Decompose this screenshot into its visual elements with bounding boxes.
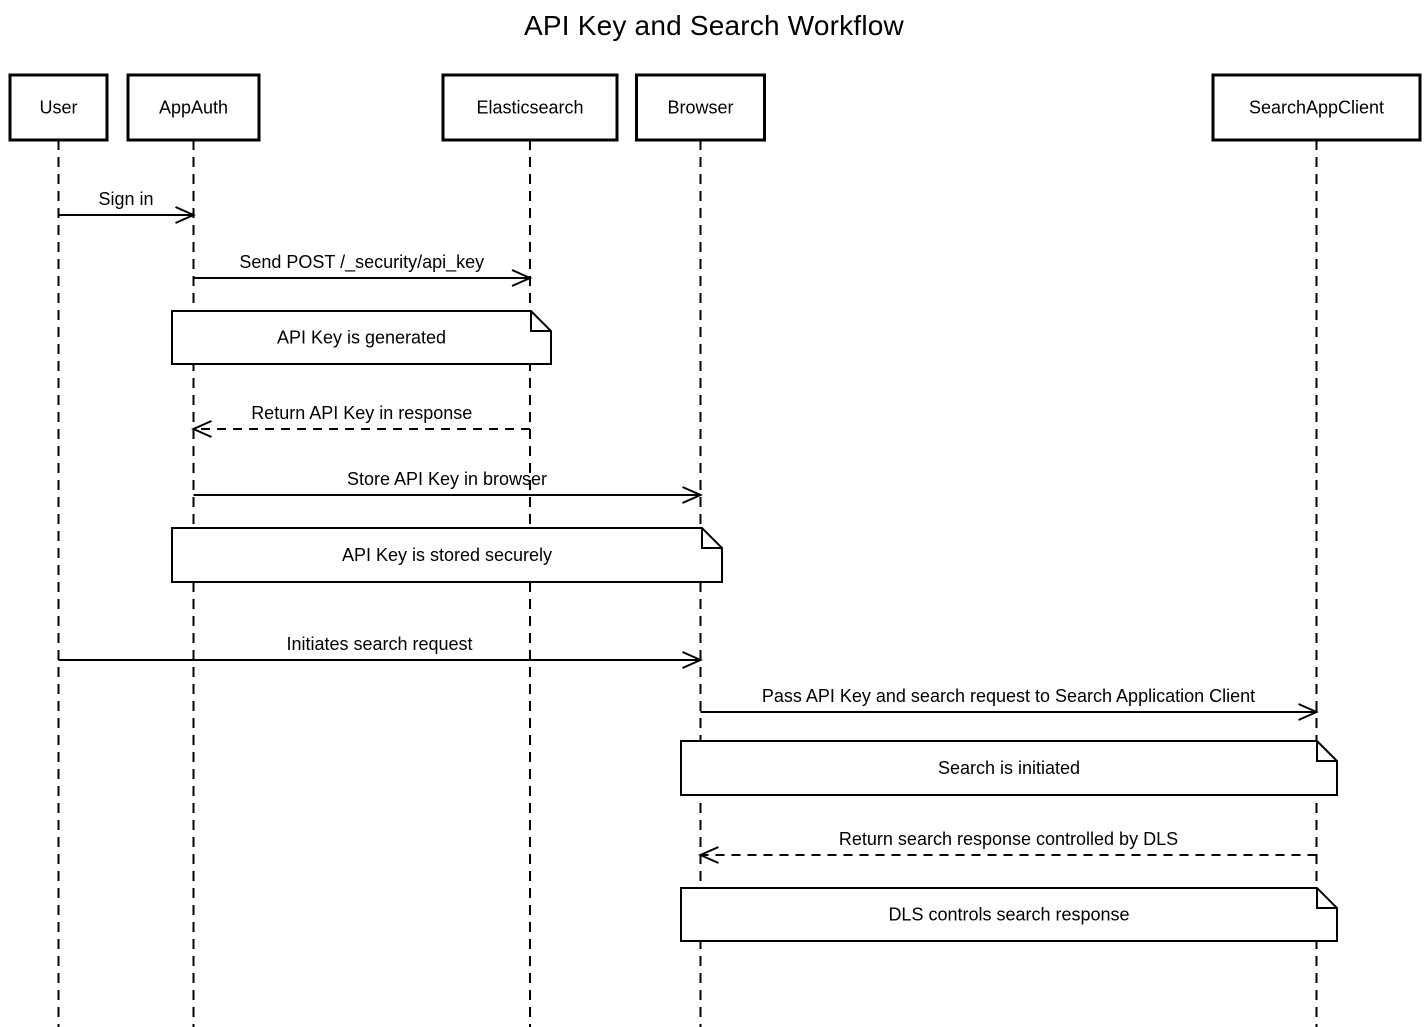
message-label-5: Pass API Key and search request to Searc… [762,686,1255,706]
arrowhead-icon [191,420,212,438]
note-label-1: API Key is stored securely [342,545,552,565]
participant-label-searchappclient: SearchAppClient [1249,98,1384,118]
participant-label-user: User [39,98,77,118]
note-fold-icon [1316,888,1337,909]
note-fold-icon [1316,741,1337,762]
note-box-0 [171,310,552,365]
participant-box-searchappclient [1211,73,1422,142]
message-label-0: Sign in [98,189,153,209]
note-box-1 [171,527,723,583]
note-label-3: DLS controls search response [888,905,1129,925]
message-label-1: Send POST /_security/api_key [239,252,484,273]
message-label-3: Store API Key in browser [347,469,547,489]
message-label-4: Initiates search request [286,634,472,654]
participant-label-appauth: AppAuth [159,98,228,118]
arrowhead-icon [175,206,196,224]
arrowhead-icon [682,486,703,504]
arrowhead-icon [511,269,533,287]
message-label-6: Return search response controlled by DLS [839,829,1178,849]
participant-box-user [8,73,109,142]
arrowhead-icon [698,846,719,864]
note-fold-icon [701,528,722,549]
note-fold-icon [530,311,551,332]
note-label-0: API Key is generated [277,328,446,348]
note-box-3 [680,887,1338,942]
participant-label-browser: Browser [667,98,733,118]
note-box-2 [680,740,1338,796]
arrowhead-icon [682,651,703,669]
participant-box-elasticsearch [441,73,619,142]
diagram-title: API Key and Search Workflow [524,10,904,41]
participant-box-appauth [126,73,261,142]
note-label-2: Search is initiated [938,758,1080,778]
message-label-2: Return API Key in response [251,403,472,423]
arrowhead-icon [1298,703,1319,721]
participant-label-elasticsearch: Elasticsearch [476,98,583,118]
participant-box-browser [635,73,766,142]
